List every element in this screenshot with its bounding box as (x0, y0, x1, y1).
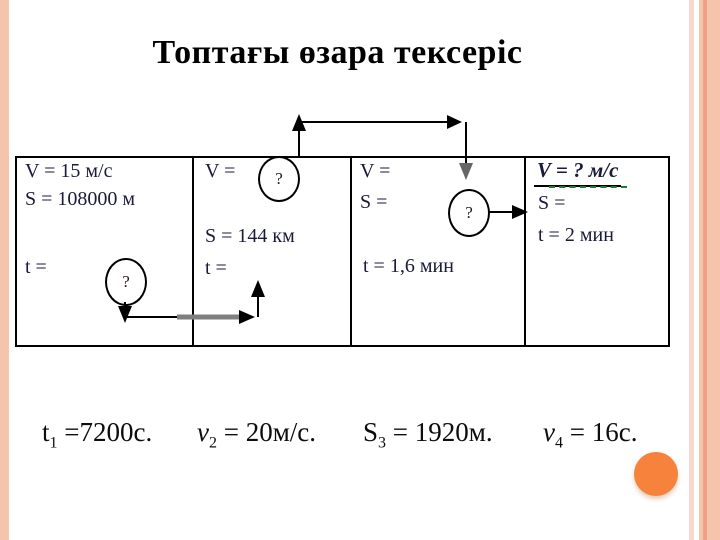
right-border-stripe-accent (703, 0, 707, 540)
spellcheck-underline (549, 186, 627, 188)
cell4-time: t = 2 мин (538, 224, 614, 246)
orange-circle-decoration (634, 452, 678, 496)
cell3-time: t = 1,6 мин (363, 255, 454, 277)
answer-subscript: 1 (49, 434, 58, 452)
cell2-distance: S = 144 км (205, 225, 295, 247)
table-column-divider (192, 156, 194, 347)
answer-t1: t1 =7200с. (42, 417, 153, 452)
table-column-divider (350, 156, 352, 347)
answer-v2: v2 = 20м/с. (197, 417, 317, 452)
cell4-distance: S = (538, 192, 566, 214)
table-column-divider (524, 156, 526, 347)
answer-s3: S3 = 1920м. (363, 417, 493, 452)
cell2-question-circle: ? (258, 156, 300, 202)
right-border-stripe-light (689, 0, 694, 540)
cell3-velocity: V = (360, 160, 391, 182)
question-mark: ? (275, 169, 283, 188)
question-mark: ? (122, 272, 130, 291)
slide-title: Топтағы өзара тексеріс (152, 34, 523, 71)
cell2-velocity: V = (205, 160, 236, 182)
answer-subscript: 3 (378, 434, 387, 452)
answer-subscript: 2 (208, 434, 217, 452)
cell3-distance: S = (360, 191, 388, 213)
answer-value: = 16с. (562, 417, 638, 447)
answer-variable: S (363, 417, 379, 447)
arrowhead-up (292, 114, 306, 131)
left-border-stripe (0, 0, 9, 540)
cell1-question-circle: ? (105, 258, 147, 306)
cell3-question-circle: ? (448, 189, 490, 237)
cell1-velocity: V = 15 м/с (25, 160, 113, 182)
answer-value: = 1920м. (386, 417, 493, 447)
cell2-time: t = (205, 257, 227, 279)
answer-variable: t (42, 417, 50, 447)
answer-subscript: 4 (554, 434, 563, 452)
arrowhead-right (447, 115, 462, 129)
cell4-velocity-underlined: V = ? м/с (534, 158, 622, 187)
answer-variable: v (543, 417, 555, 447)
answer-variable: v (197, 417, 209, 447)
answer-v4: v4 = 16с. (543, 417, 638, 452)
question-mark: ? (465, 203, 473, 222)
cell1-distance: S = 108000 м (25, 188, 136, 210)
answer-value: =7200с. (57, 417, 153, 447)
answer-value: = 20м/с. (216, 417, 317, 447)
cell1-time: t = (25, 256, 47, 278)
